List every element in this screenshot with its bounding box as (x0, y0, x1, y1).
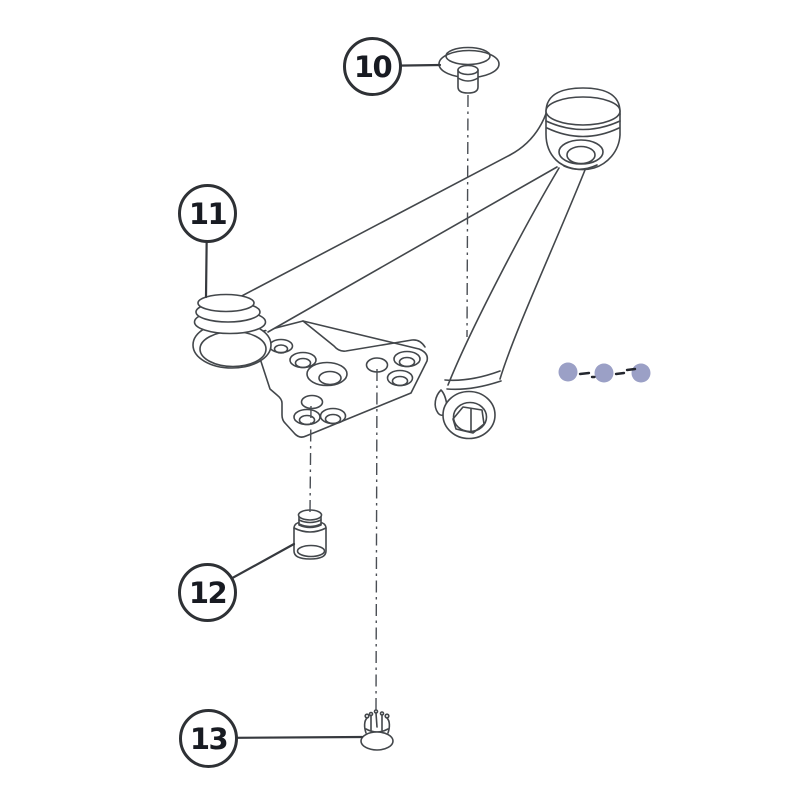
ellipsis-dots (558, 362, 651, 383)
part-pivot-cap (438, 46, 500, 94)
callout-13-label: 13 (189, 721, 229, 756)
dash-mark (625, 367, 637, 372)
plate-holes (268, 338, 421, 426)
centerlines (309, 94, 469, 711)
dash-mark (614, 371, 626, 376)
callout-13[interactable]: 13 (179, 709, 238, 768)
callout-12-label: 12 (188, 575, 228, 610)
centerline-cap-to-forearm (466, 94, 469, 338)
centerline-plate-to-bushing (309, 405, 312, 513)
part-bushing (293, 509, 327, 560)
knuckle-pivot-boss (558, 139, 604, 165)
dot (594, 363, 614, 383)
knuckle-joint (545, 87, 621, 171)
centerline-plate-to-pushcap (375, 368, 378, 711)
callout-11-label: 11 (188, 196, 228, 231)
elbow-joint (192, 293, 272, 369)
callout-11[interactable]: 11 (178, 184, 237, 243)
hex-socket (452, 406, 485, 434)
callout-10-label: 10 (353, 49, 393, 84)
forearm (434, 164, 588, 440)
dot (631, 363, 651, 383)
dot (558, 362, 578, 382)
callout-12[interactable]: 12 (178, 563, 237, 622)
callout-10[interactable]: 10 (343, 37, 402, 96)
part-push-cap (360, 709, 394, 751)
plate-bend-crease (302, 320, 426, 352)
forearm-collar (444, 370, 501, 382)
dash-mark (578, 371, 591, 376)
mounting-plate (251, 320, 429, 438)
